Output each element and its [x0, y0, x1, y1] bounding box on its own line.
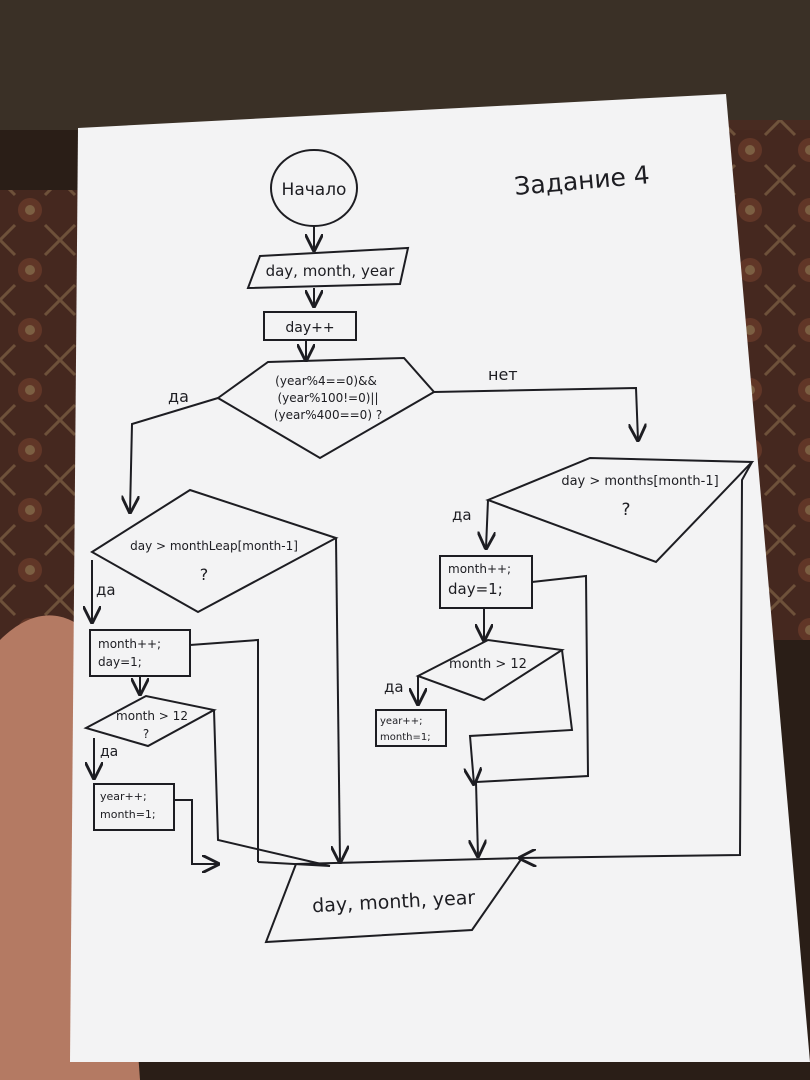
edge-label-yes: да — [168, 387, 189, 406]
leap-year-increment-node: year++; month=1; — [93, 783, 175, 831]
leap-condition-line: (year%400==0) ? — [274, 408, 382, 422]
edge — [189, 638, 259, 862]
edge-label-no: нет — [488, 365, 518, 384]
edge — [130, 397, 219, 512]
edge — [336, 537, 340, 862]
normal-month-check-label: day > months[month-1] — [561, 474, 718, 489]
leap-year-increment-line: month=1; — [100, 808, 156, 821]
edge — [174, 799, 218, 864]
leap-increment-line: day=1; — [98, 655, 142, 669]
normal-increment-line: month++; — [448, 562, 511, 576]
normal-month-gt-label: month > 12 — [449, 657, 527, 672]
edge — [520, 461, 753, 858]
leap-increment-node: month++; day=1; — [89, 629, 191, 677]
leap-month-check-q: ? — [200, 565, 209, 584]
leap-condition-line: (year%100!=0)|| — [277, 391, 378, 405]
edge-label-yes: да — [100, 744, 118, 760]
leap-increment-line: month++; — [98, 637, 161, 651]
increment-day-node: day++ — [263, 311, 357, 341]
normal-year-increment-line: month=1; — [380, 732, 431, 743]
normal-year-increment-node: year++; month=1; — [375, 709, 447, 747]
edge — [257, 861, 331, 867]
normal-increment-line: day=1; — [448, 580, 503, 598]
edge-label-yes: да — [452, 506, 472, 524]
start-label: Начало — [282, 180, 347, 200]
leap-month-gt-label: month > 12 — [116, 709, 188, 723]
edge — [486, 499, 488, 548]
edge — [475, 574, 590, 783]
leap-condition-line: (year%4==0)&& — [275, 374, 377, 388]
leap-year-increment-line: year++; — [100, 790, 147, 803]
normal-month-check-q: ? — [621, 500, 630, 520]
leap-month-check-label: day > monthLeap[month-1] — [130, 539, 298, 553]
edge — [476, 781, 478, 856]
normal-year-increment-line: year++; — [380, 716, 422, 727]
edge-label-yes: да — [96, 581, 116, 599]
edge — [470, 649, 574, 784]
edge — [433, 386, 638, 440]
increment-day-label: day++ — [285, 320, 334, 336]
edge — [213, 709, 331, 867]
input-label: day, month, year — [266, 262, 396, 280]
leap-condition-node: (year%4==0)&& (year%100!=0)|| (year%400=… — [216, 356, 436, 460]
leap-month-gt-q: ? — [143, 727, 149, 741]
input-node: day, month, year — [246, 246, 410, 290]
edge-label-yes: да — [384, 678, 404, 696]
